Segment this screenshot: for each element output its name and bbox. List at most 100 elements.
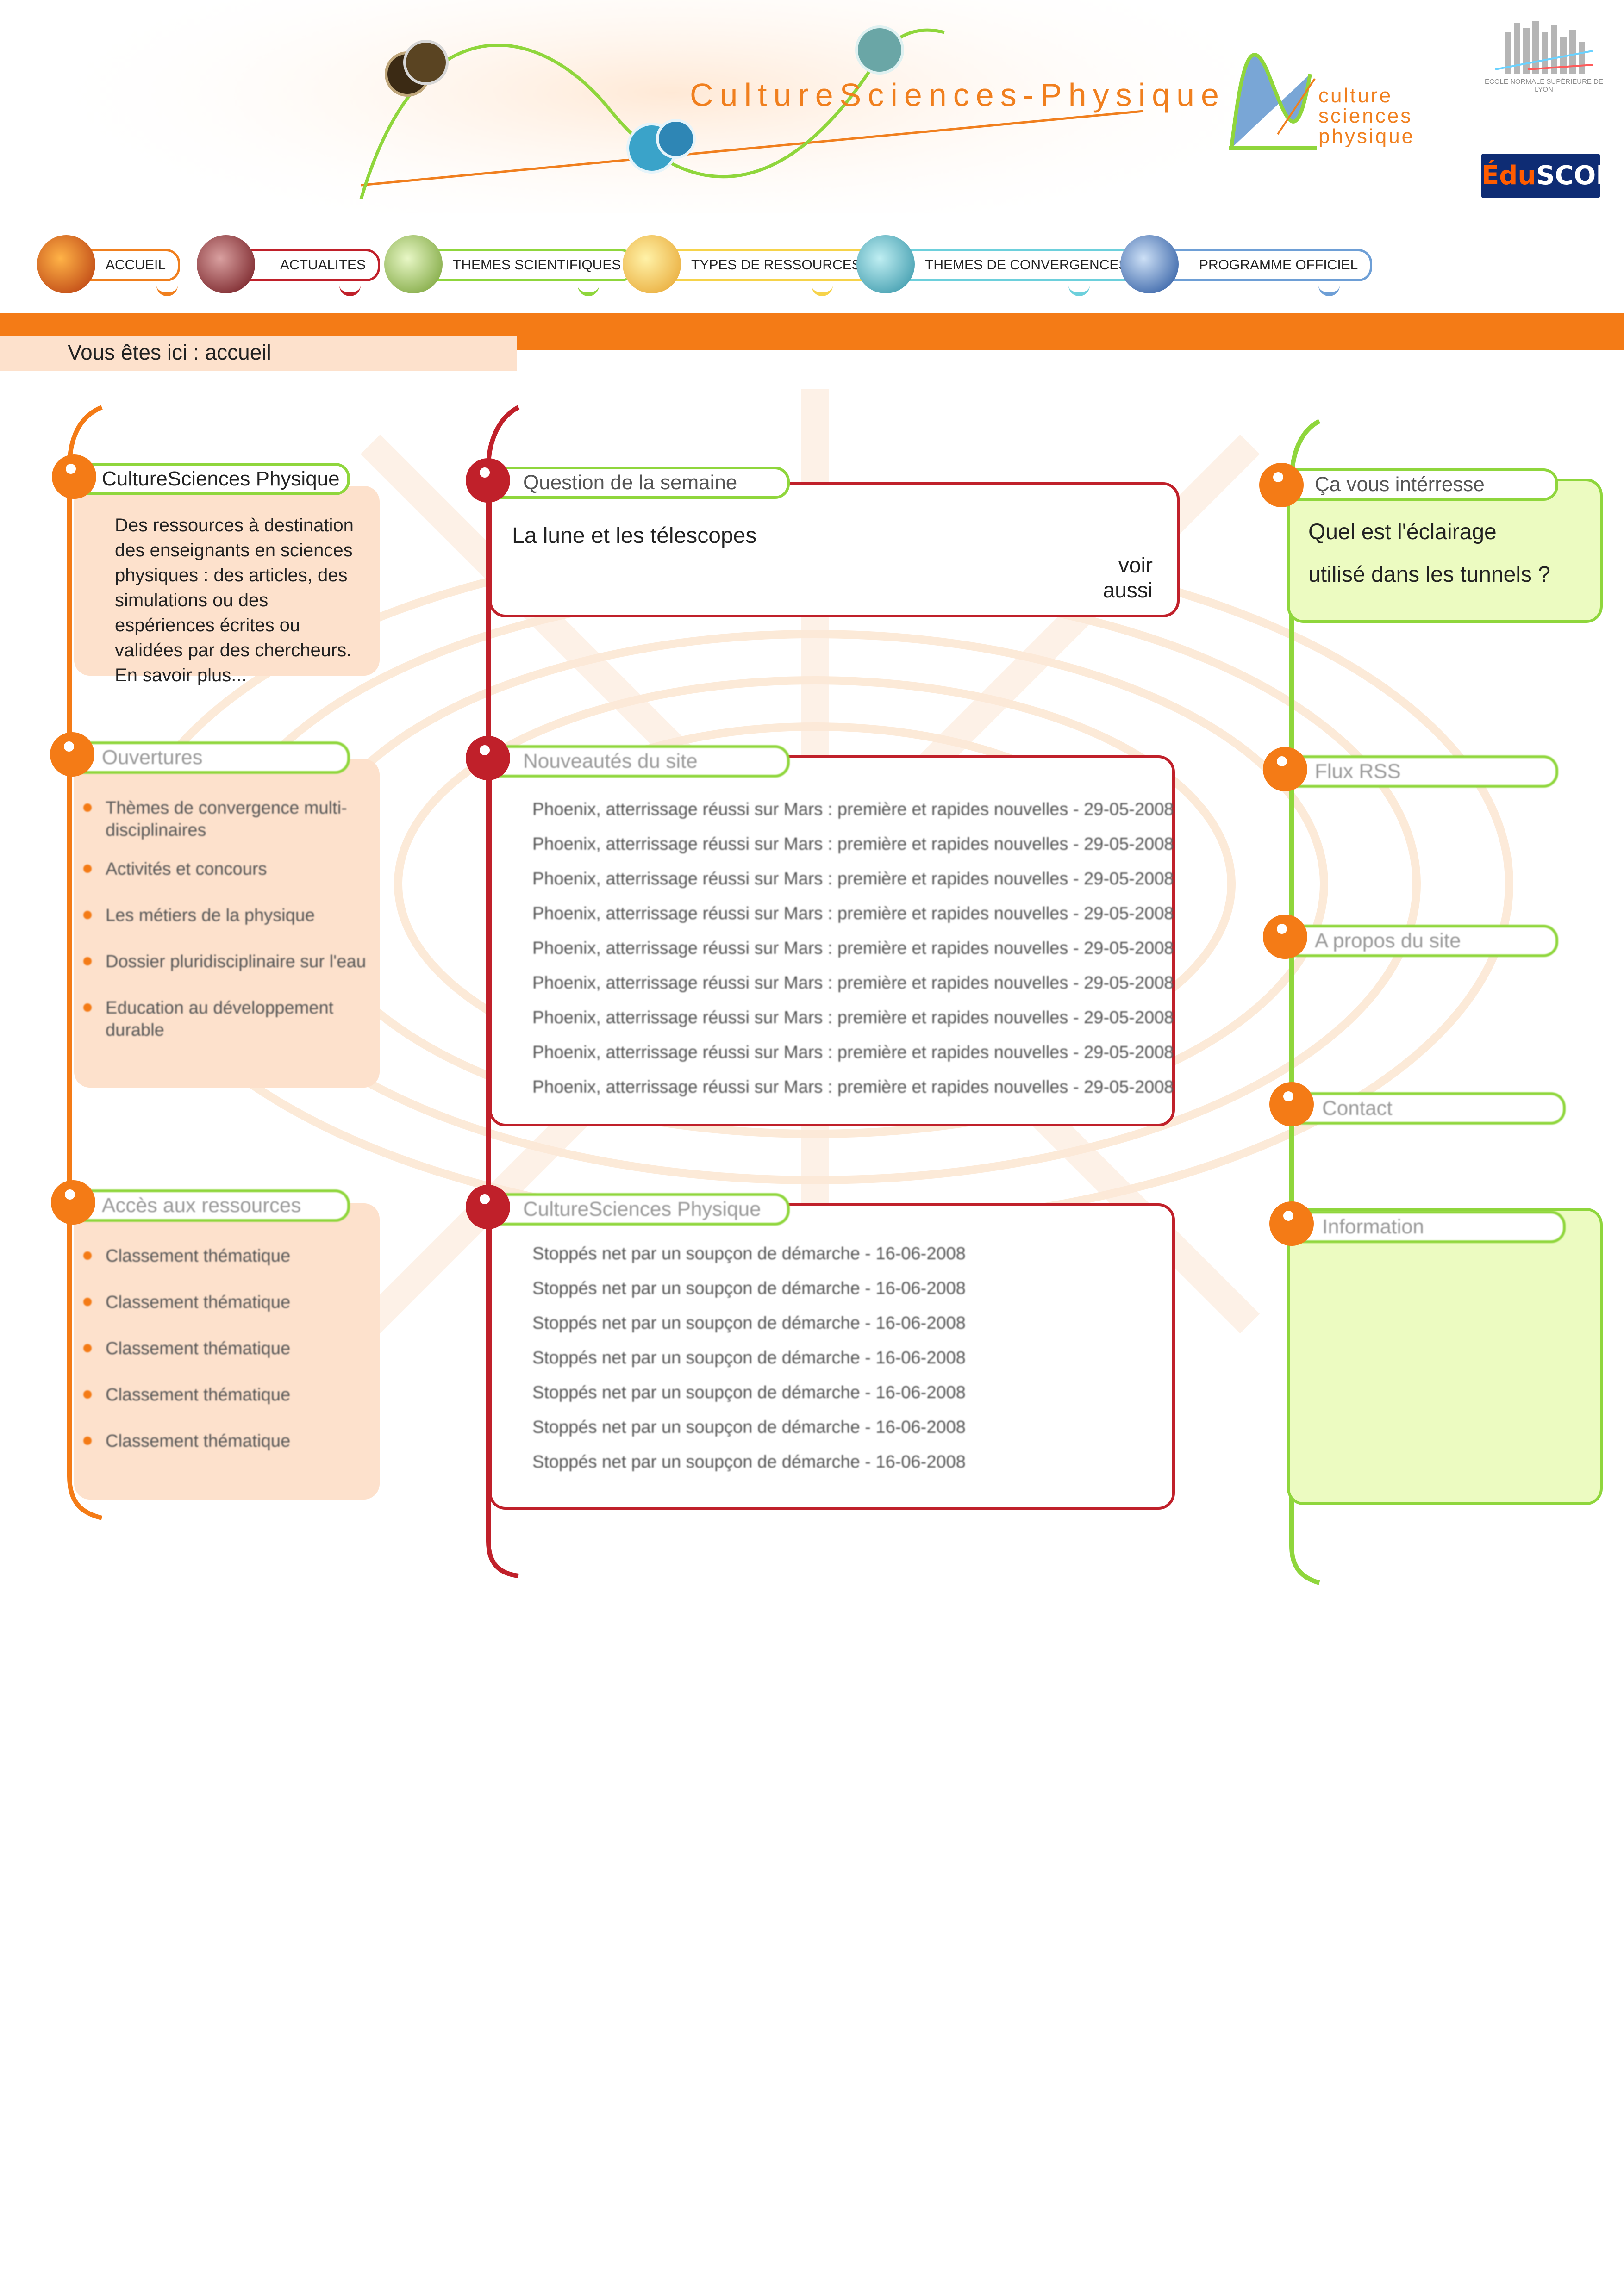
- news-box: [489, 755, 1175, 1126]
- logo-line: sciences: [1318, 105, 1413, 127]
- types-de-ressources-icon: [623, 235, 681, 293]
- nav-hook: [1318, 282, 1340, 296]
- nav-label: PROGRAMME OFFICIEL: [1148, 249, 1373, 281]
- contact-link[interactable]: Contact: [1290, 1092, 1566, 1125]
- header-decoration: [23, 0, 1593, 213]
- csp-item[interactable]: Stoppés net par un soupçon de démarche -…: [532, 1452, 966, 1472]
- csp-item[interactable]: Stoppés net par un soupçon de démarche -…: [532, 1244, 966, 1263]
- nav-label: TYPES DE RESSOURCES: [650, 249, 875, 281]
- csp-item[interactable]: Stoppés net par un soupçon de démarche -…: [532, 1418, 966, 1437]
- intro-title: CultureSciences Physique: [69, 463, 350, 495]
- interest-line: Quel est l'éclairage: [1308, 520, 1497, 544]
- actualites-icon: [197, 235, 255, 293]
- contact-bullet-icon: [1269, 1082, 1314, 1126]
- openings-list: Thèmes de convergence multi-disciplinair…: [80, 797, 367, 1041]
- about-link[interactable]: A propos du site: [1282, 925, 1558, 957]
- nav-themes-scientifiques[interactable]: THEMES SCIENTIFIQUES: [384, 235, 636, 296]
- access-title: Accès aux ressources: [69, 1189, 350, 1222]
- access-list: Classement thématique Classement thémati…: [80, 1245, 367, 1452]
- programme-officiel-icon: [1120, 235, 1179, 293]
- csp-item[interactable]: Stoppés net par un soupçon de démarche -…: [532, 1348, 966, 1368]
- information-box: [1287, 1208, 1603, 1505]
- csp-box: [489, 1203, 1175, 1510]
- news-item[interactable]: Phoenix, atterrissage réussi sur Mars : …: [532, 939, 1174, 958]
- nav-types-de-ressources[interactable]: TYPES DE RESSOURCES: [623, 235, 875, 296]
- news-title: Nouveautés du site: [491, 745, 790, 778]
- news-item[interactable]: Phoenix, atterrissage réussi sur Mars : …: [532, 1043, 1174, 1062]
- question-see-also-link[interactable]: voir aussi: [1103, 553, 1153, 602]
- site-logo-text: culture sciences physique: [1318, 84, 1415, 148]
- ens-lyon-logo-caption: ÉCOLE NORMALE SUPÉRIEURE DE LYON: [1485, 78, 1603, 93]
- eduscol-suffix: SCOL: [1536, 161, 1612, 191]
- news-item[interactable]: Phoenix, atterrissage réussi sur Mars : …: [532, 800, 1174, 819]
- news-item[interactable]: Phoenix, atterrissage réussi sur Mars : …: [532, 834, 1174, 854]
- eduscol-logo[interactable]: ÉduSCOL: [1481, 154, 1612, 198]
- themes-scientifiques-icon: [384, 235, 443, 293]
- csp-title: CultureSciences Physique: [491, 1193, 790, 1226]
- access-bullet-icon: [51, 1180, 95, 1225]
- nav-themes-de-convergences[interactable]: THEMES DE CONVERGENCES: [856, 235, 1143, 296]
- access-item[interactable]: Classement thématique: [80, 1338, 367, 1360]
- nav-hook: [578, 282, 599, 296]
- rss-link[interactable]: Flux RSS: [1282, 755, 1558, 788]
- nav-actualites[interactable]: ACTUALITES: [197, 235, 381, 296]
- eduscol-prefix: Édu: [1481, 161, 1537, 191]
- news-list: Phoenix, atterrissage réussi sur Mars : …: [532, 792, 1174, 1105]
- question-title: Question de la semaine: [491, 467, 790, 499]
- logo-line: culture: [1318, 84, 1393, 107]
- information-bullet-icon: [1269, 1201, 1314, 1246]
- site-header: CultureSciences-Physique culture science…: [0, 0, 1624, 213]
- interest-line: utilisé dans les tunnels ?: [1308, 562, 1550, 587]
- breadcrumb-background: [0, 336, 517, 371]
- logo-line: physique: [1318, 125, 1415, 148]
- nav-label: THEMES SCIENTIFIQUES: [412, 249, 636, 281]
- site-title: CultureSciences-Physique: [690, 77, 1225, 113]
- openings-item[interactable]: Dossier pluridisciplinaire sur l'eau: [80, 951, 367, 973]
- openings-item[interactable]: Activités et concours: [80, 858, 367, 880]
- csp-bullet-icon: [466, 1185, 510, 1229]
- interest-box: [1287, 479, 1603, 623]
- question-text[interactable]: La lune et les télescopes: [512, 523, 757, 548]
- intro-text[interactable]: Des ressources à destination des enseign…: [115, 515, 354, 685]
- question-bullet-icon: [466, 458, 510, 503]
- nav-label: THEMES DE CONVERGENCES: [884, 249, 1143, 281]
- openings-item[interactable]: Education au développement durable: [80, 997, 367, 1041]
- csp-item[interactable]: Stoppés net par un soupçon de démarche -…: [532, 1383, 966, 1402]
- access-box: [74, 1203, 380, 1500]
- about-bullet-icon: [1263, 915, 1307, 959]
- themes-de-convergences-icon: [856, 235, 915, 293]
- intro-box: [74, 486, 380, 676]
- intro-bullet-icon: [52, 454, 96, 499]
- news-item[interactable]: Phoenix, atterrissage réussi sur Mars : …: [532, 973, 1174, 993]
- access-item[interactable]: Classement thématique: [80, 1384, 367, 1406]
- news-item[interactable]: Phoenix, atterrissage réussi sur Mars : …: [532, 904, 1174, 923]
- information-title: Information: [1290, 1211, 1566, 1243]
- news-item[interactable]: Phoenix, atterrissage réussi sur Mars : …: [532, 1008, 1174, 1027]
- news-item[interactable]: Phoenix, atterrissage réussi sur Mars : …: [532, 869, 1174, 889]
- breadcrumb: Vous êtes ici : accueil: [68, 340, 271, 364]
- interest-bullet-icon: [1259, 463, 1304, 507]
- nav-hook: [339, 282, 361, 296]
- openings-box: [74, 759, 380, 1088]
- nav-hook: [812, 282, 833, 296]
- openings-title: Ouvertures: [69, 741, 350, 774]
- nav-programme-officiel[interactable]: PROGRAMME OFFICIEL: [1120, 235, 1373, 296]
- question-box: [489, 482, 1180, 617]
- openings-item[interactable]: Thèmes de convergence multi-disciplinair…: [80, 797, 367, 841]
- rss-bullet-icon: [1263, 747, 1307, 791]
- nav-accueil[interactable]: ACCUEIL: [37, 235, 181, 296]
- news-bullet-icon: [466, 736, 510, 780]
- openings-bullet-icon: [50, 732, 94, 777]
- news-item[interactable]: Phoenix, atterrissage réussi sur Mars : …: [532, 1077, 1174, 1097]
- access-item[interactable]: Classement thématique: [80, 1291, 367, 1313]
- nav-hook: [156, 282, 178, 296]
- nav-hook: [1068, 282, 1090, 296]
- csp-item[interactable]: Stoppés net par un soupçon de démarche -…: [532, 1313, 966, 1333]
- access-item[interactable]: Classement thématique: [80, 1430, 367, 1452]
- csp-list: Stoppés net par un soupçon de démarche -…: [532, 1237, 1153, 1480]
- csp-item[interactable]: Stoppés net par un soupçon de démarche -…: [532, 1279, 966, 1298]
- access-item[interactable]: Classement thématique: [80, 1245, 367, 1267]
- interest-text[interactable]: Quel est l'éclairage utilisé dans les tu…: [1308, 511, 1568, 596]
- openings-item[interactable]: Les métiers de la physique: [80, 904, 367, 927]
- accueil-icon: [37, 235, 95, 293]
